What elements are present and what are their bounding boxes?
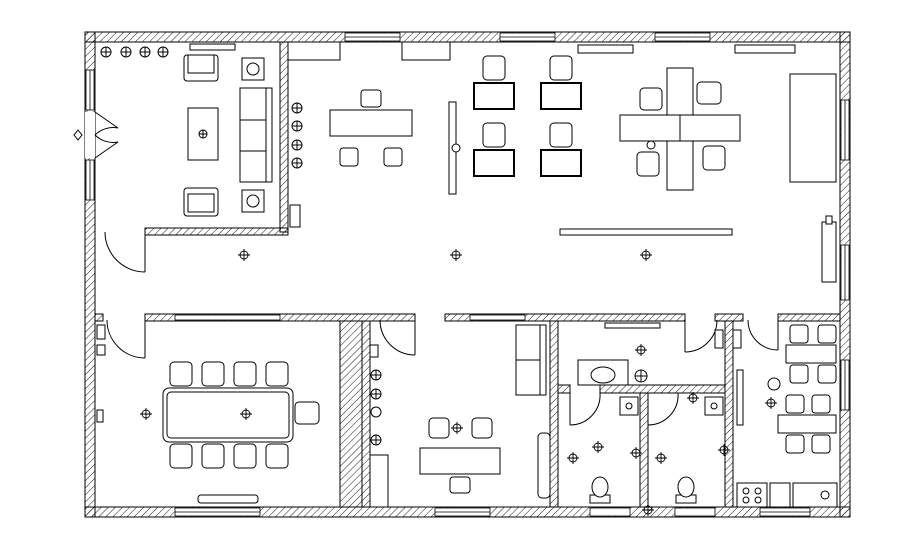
outer-walls [84, 31, 851, 518]
entrance-double-door-icon [73, 111, 119, 159]
meeting-room [96, 324, 320, 504]
ceiling-lights [140, 249, 777, 516]
plant-icon [100, 46, 169, 58]
ceiling-light-icon [240, 408, 252, 420]
plant-icon [291, 102, 303, 169]
ceiling-light-icon [765, 397, 777, 409]
ceiling-light-icon [635, 344, 647, 356]
windows [85, 32, 850, 517]
ceiling-light-icon [451, 422, 463, 434]
manager-office [369, 324, 551, 508]
plant-icon [370, 369, 382, 446]
ceiling-light-icon [687, 392, 699, 404]
toilet-icon [589, 476, 611, 504]
ceiling-light-icon [450, 249, 462, 261]
doors [104, 231, 779, 426]
ceiling-light-icon [640, 249, 652, 261]
toilet-icon [675, 476, 697, 504]
ceiling-light-icon [567, 452, 579, 464]
restrooms [577, 322, 744, 504]
ceiling-light-icon [642, 504, 654, 516]
ceiling-light-icon [718, 444, 730, 456]
ceiling-light-icon [140, 408, 152, 420]
pantry [736, 324, 838, 508]
ceiling-light-icon [655, 452, 667, 464]
ceiling-light-icon [630, 447, 642, 459]
ceiling-light-icon [238, 249, 250, 261]
lounge [100, 43, 303, 228]
plant-icon [634, 369, 648, 383]
interior-windows [174, 314, 526, 321]
open-office [287, 41, 837, 283]
ceiling-light-icon [592, 441, 604, 453]
